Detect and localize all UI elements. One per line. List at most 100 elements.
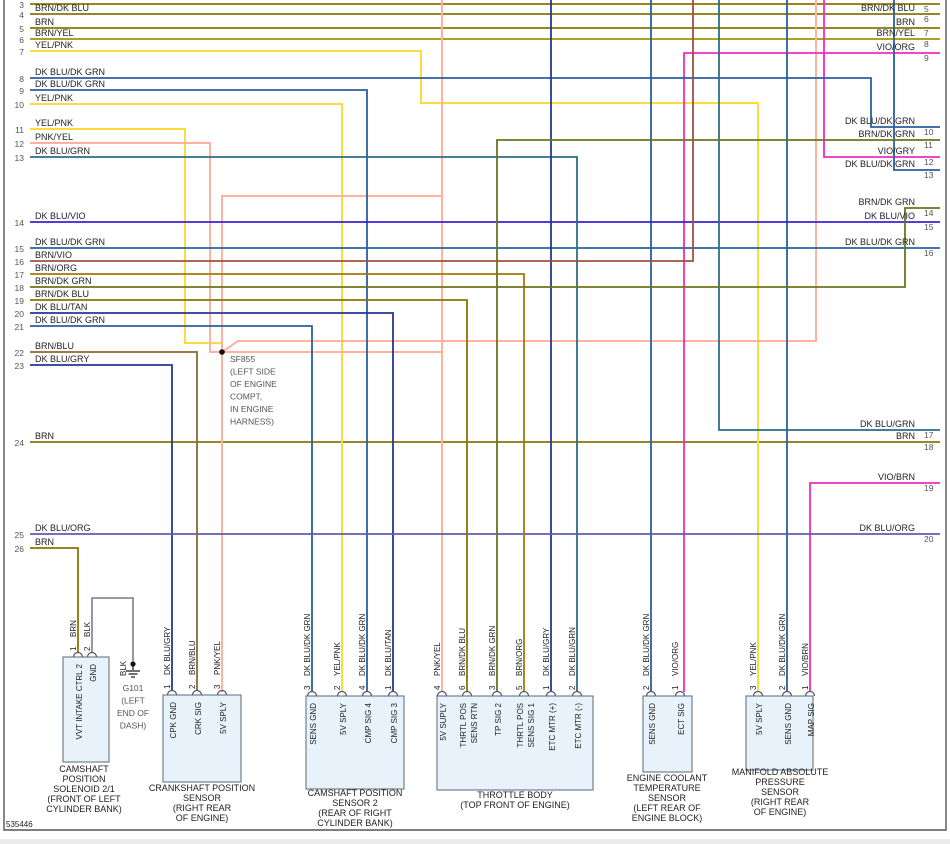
- right-row-label: VIO/BRN: [878, 472, 915, 482]
- wire: [30, 50, 759, 692]
- component-caption: CYLINDER BANK): [46, 804, 122, 814]
- right-row-number: 18: [924, 442, 934, 452]
- wire: [221, 195, 442, 692]
- left-row-label: DK BLU/TAN: [35, 302, 87, 312]
- pin-arc: [216, 689, 228, 696]
- pin-number: 2: [83, 646, 92, 651]
- pin-label: SENS GND: [648, 703, 657, 745]
- left-row-number: 21: [15, 322, 25, 332]
- screenshot-bottom-edge: [0, 839, 950, 844]
- right-row-label: DK BLU/ORG: [859, 523, 915, 533]
- component-caption: OF ENGINE): [754, 807, 807, 817]
- right-row-number: 14: [924, 208, 934, 218]
- right-row-number: 5: [924, 4, 929, 14]
- wire: [30, 207, 940, 288]
- pin-label: THRTL POS: [516, 703, 525, 747]
- left-row-label: BRN/BLU: [35, 341, 74, 351]
- left-row-label: BRN: [35, 17, 54, 27]
- right-row-number: 8: [924, 39, 929, 49]
- left-row-label: DK BLU/DK GRN: [35, 79, 105, 89]
- right-row-label: BRN/DK GRN: [858, 197, 915, 207]
- right-row-label: VIO/ORG: [876, 42, 915, 52]
- pin-number: 2: [642, 685, 651, 690]
- component-caption: (TOP FRONT OF ENGINE): [460, 800, 570, 810]
- right-row-label: BRN: [896, 17, 915, 27]
- pin-arc: [674, 690, 686, 697]
- right-row-label: VIO/GRY: [878, 146, 915, 156]
- splice-label: SF855: [230, 354, 255, 364]
- pin-number: 3: [213, 684, 222, 689]
- wire-color-label: PNK/YEL: [213, 641, 222, 675]
- left-row-number: 10: [15, 100, 25, 110]
- wire: [30, 273, 525, 692]
- wire-color-label: VIO/BRN: [801, 643, 810, 676]
- component-caption: CAMSHAFT: [59, 764, 109, 774]
- ground-label: DASH): [120, 721, 147, 731]
- right-row-label: DK BLU/DK GRN: [845, 237, 915, 247]
- right-row-number: 7: [924, 28, 929, 38]
- wire-color-label: YEL/PNK: [333, 642, 342, 676]
- component-caption: ENGINE BLOCK): [632, 813, 703, 823]
- left-row-number: 4: [19, 10, 24, 20]
- wire: [683, 52, 940, 692]
- left-row-label: BRN/ORG: [35, 263, 77, 273]
- wire: [496, 139, 940, 692]
- right-row-label: DK BLU/DK GRN: [845, 116, 915, 126]
- left-row-number: 23: [15, 361, 25, 371]
- right-row-number: 20: [924, 534, 934, 544]
- left-row-label: DK BLU/GRY: [35, 354, 89, 364]
- pin-label: CMP SIG 4: [364, 702, 373, 743]
- component-box: [745, 695, 814, 771]
- component-caption: SOLENOID 2/1: [53, 784, 115, 794]
- component-box: [305, 695, 405, 790]
- left-row-number: 26: [15, 544, 25, 554]
- component-caption: SENSOR: [648, 793, 687, 803]
- wire: [30, 325, 313, 692]
- pin-label: 5V SPLY: [755, 702, 764, 735]
- left-row-number: 24: [15, 438, 25, 448]
- pin-number: 1: [671, 685, 680, 690]
- pin-label: CMP SIG 3: [390, 702, 399, 743]
- left-row-number: 17: [15, 270, 25, 280]
- left-row-number: 18: [15, 283, 25, 293]
- wire: [91, 597, 134, 661]
- wire: [30, 547, 79, 653]
- pin-number: 4: [433, 685, 442, 690]
- wire: [30, 89, 368, 692]
- pin-number: 1: [542, 685, 551, 690]
- diagram-border: [3, 0, 947, 831]
- left-row-number: 13: [15, 153, 25, 163]
- component-box: [642, 695, 693, 773]
- pin-arc: [86, 651, 98, 658]
- component-caption: SENSOR: [761, 787, 800, 797]
- right-row-label: BRN/YEL: [876, 28, 915, 38]
- pin-arc: [461, 690, 473, 697]
- left-row-label: DK BLU/DK GRN: [35, 237, 105, 247]
- left-row-label: YEL/PNK: [35, 40, 73, 50]
- pin-arc: [436, 690, 448, 697]
- left-row-number: 8: [19, 74, 24, 84]
- left-row-label: BRN/VIO: [35, 250, 72, 260]
- wire-color-label: DK BLU/DK GRN: [642, 614, 651, 676]
- left-row-label: DK BLU/DK GRN: [35, 315, 105, 325]
- left-row-number: 5: [19, 24, 24, 34]
- pin-label: SENS GND: [784, 703, 793, 745]
- component-box: [436, 695, 594, 791]
- pin-label: GND: [89, 664, 98, 682]
- pin-arc: [306, 690, 318, 697]
- splice-label: IN ENGINE: [230, 404, 274, 414]
- pin-number: 2: [188, 684, 197, 689]
- wire: [809, 482, 940, 692]
- left-row-label: DK BLU/GRN: [35, 146, 90, 156]
- wire: [30, 103, 343, 692]
- wire-color-label: DK BLU/DK GRN: [303, 614, 312, 676]
- splice-label: HARNESS): [230, 417, 274, 427]
- pin-label: 5V SUPLY: [439, 702, 448, 740]
- left-row-label: DK BLU/DK GRN: [35, 67, 105, 77]
- pin-arc: [191, 689, 203, 696]
- right-row-number: 12: [924, 157, 934, 167]
- pin-arc: [361, 690, 373, 697]
- splice-label: (LEFT SIDE: [230, 367, 276, 377]
- wire: [30, 312, 394, 692]
- component-caption: PRESSURE: [755, 777, 805, 787]
